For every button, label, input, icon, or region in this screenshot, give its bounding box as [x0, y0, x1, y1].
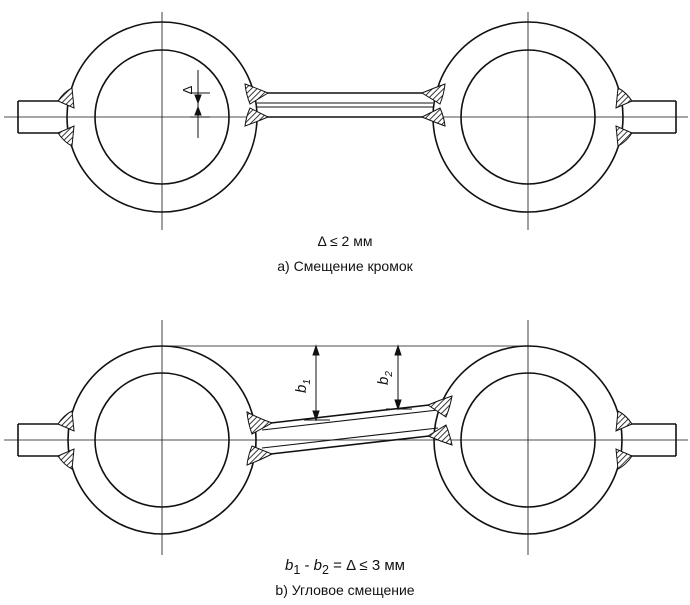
formula-b1-sub: 1 [293, 563, 301, 577]
formula-rest: = Δ ≤ 3 мм [328, 557, 405, 574]
b1-label: b1 [293, 379, 313, 393]
fin-tilted-top-b [261, 403, 439, 425]
weld-right-stub-top-a [615, 87, 633, 109]
formula-b2-sub: 2 [322, 563, 329, 577]
formula-minus: - [300, 557, 314, 574]
fin-tilted-inner-b [261, 409, 439, 431]
formula-b: b1 - b2 = Δ ≤ 3 мм [0, 557, 690, 577]
weld-fin-right-bottom-a [420, 107, 446, 127]
caption-a: a) Смещение кромок [277, 258, 413, 274]
weld-fin-left-top-a [244, 83, 270, 105]
formula-b1: b [285, 557, 294, 574]
fin-tilted-inner2-b [261, 427, 439, 449]
welds-a [57, 83, 633, 147]
delta-symbol-a: Δ [180, 85, 195, 94]
welds-b [57, 395, 633, 470]
formula-b2: b [313, 557, 323, 574]
weld-left-stub-top-a [57, 87, 75, 109]
panel-b-drawing [4, 320, 688, 555]
weld-fin-left-bottom-a [244, 107, 270, 127]
fin-tilted-bottom-b [261, 434, 439, 456]
b-dimensions [304, 344, 412, 422]
weld-right-stub-bottom-a [615, 125, 633, 147]
b2-label: b2 [375, 371, 395, 385]
weld-left-stub-bottom-a [57, 125, 75, 147]
formula-a: Δ ≤ 2 мм [317, 233, 373, 249]
weld-fin-right-top-a [420, 83, 446, 105]
caption-b: b) Угловое смещение [275, 582, 415, 598]
delta-dimension-a [190, 70, 210, 138]
panel-a-drawing [4, 12, 688, 230]
